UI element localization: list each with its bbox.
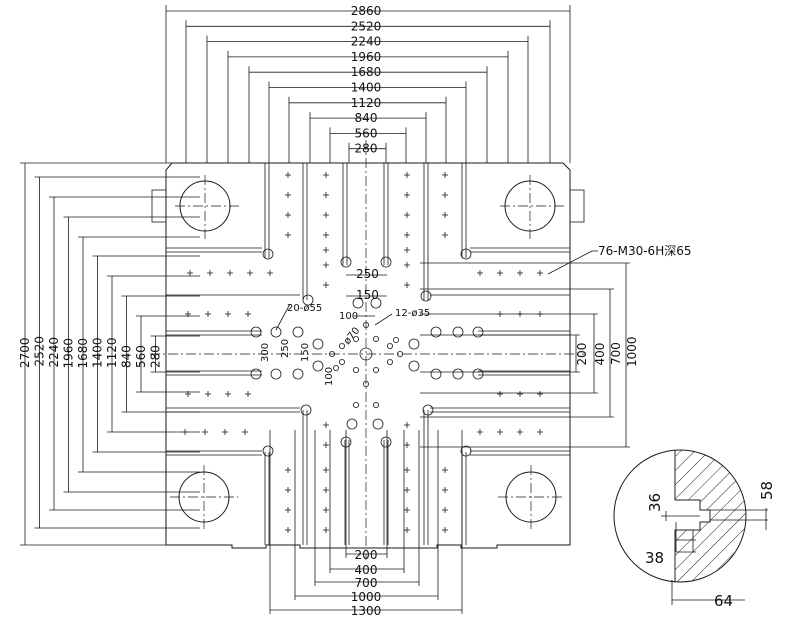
- bottom-dim-1300: 1300: [351, 604, 382, 618]
- dim-100-v: 100: [324, 367, 335, 386]
- left-dim-840: 840: [120, 345, 134, 368]
- left-dim-560: 560: [134, 345, 148, 368]
- detail-dim-38: 38: [645, 549, 664, 567]
- bottom-dim-1000: 1000: [351, 590, 382, 604]
- left-dim-1400: 1400: [91, 337, 105, 368]
- dim-100: 100: [339, 311, 358, 322]
- left-dim-2700: 2700: [18, 337, 32, 368]
- top-dim-1120: 1120: [351, 96, 382, 110]
- top-dim-280: 280: [355, 142, 378, 156]
- threaded-hole-marks: [182, 172, 543, 533]
- top-dim-2240: 2240: [351, 35, 382, 49]
- top-dim-840: 840: [355, 111, 378, 125]
- dim-dia70: ø70: [342, 325, 363, 347]
- dim-150: 150: [356, 288, 379, 302]
- right-dim-200: 200: [575, 343, 589, 366]
- center-lines: [150, 140, 585, 560]
- top-dim-2860: 2860: [351, 4, 382, 18]
- left-dim-2520: 2520: [33, 336, 47, 367]
- detail-dim-64: 64: [714, 592, 733, 610]
- tie-bar-holes: [178, 180, 557, 523]
- bottom-dim-400: 400: [355, 563, 378, 577]
- dim-250-v: 250: [280, 339, 291, 358]
- detail-dim-58: 58: [758, 481, 776, 500]
- dim-250: 250: [356, 267, 379, 281]
- thread-callout: 76-M30-6H深65: [547, 244, 691, 275]
- dim-300: 300: [260, 343, 271, 362]
- top-dim-560: 560: [355, 126, 378, 140]
- top-dim-1960: 1960: [351, 50, 382, 64]
- left-dim-1680: 1680: [76, 338, 90, 369]
- callout-thread-spec: 76-M30-6H深65: [598, 244, 691, 258]
- left-dim-1960: 1960: [62, 338, 76, 369]
- right-dim-1000: 1000: [625, 336, 639, 367]
- right-dim-700: 700: [609, 342, 623, 365]
- top-dim-2520: 2520: [351, 19, 382, 33]
- bottom-dim-700: 700: [355, 576, 378, 590]
- bottom-dim-200: 200: [355, 548, 378, 562]
- left-dim-280: 280: [149, 345, 163, 368]
- dim-150-v: 150: [300, 343, 311, 362]
- top-dim-1400: 1400: [351, 81, 382, 95]
- left-dim-1120: 1120: [105, 337, 119, 368]
- note-20-holes: 20-ø55: [287, 303, 322, 314]
- locating-holes: [250, 248, 484, 457]
- right-dim-400: 400: [593, 343, 607, 366]
- platen-outline: [151, 162, 585, 549]
- top-dim-1680: 1680: [351, 65, 382, 79]
- detail-dim-36: 36: [646, 493, 664, 512]
- left-dim-2240: 2240: [47, 337, 61, 368]
- note-12-holes: 12-ø35: [395, 308, 430, 319]
- t-slot-detail: 36 38 58 64: [613, 449, 776, 610]
